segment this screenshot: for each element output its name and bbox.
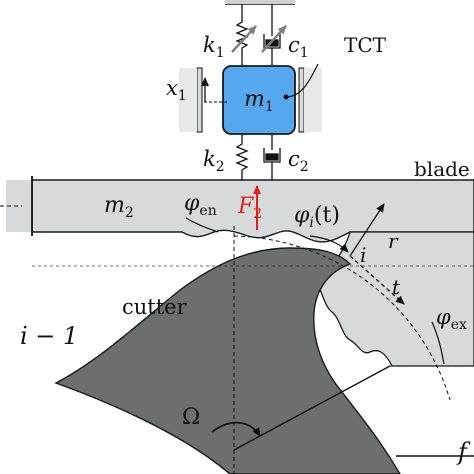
tct-arrow-k1 [231, 25, 257, 53]
label-phi-ex: φex [436, 305, 467, 333]
label-k1: k1 [203, 33, 225, 61]
label-x1: x1 [166, 76, 187, 104]
label-tct: TCT [344, 33, 387, 57]
cutter-tooth [54, 247, 401, 474]
label-c1: c1 [288, 33, 309, 61]
label-m1: m1 [244, 87, 274, 115]
label-blade: blade [414, 157, 470, 181]
label-F2: F2 [237, 194, 262, 222]
mass-m1 [222, 65, 296, 135]
phi-i-leader [309, 235, 349, 253]
r-arrow [349, 203, 385, 257]
damper-c2 [263, 134, 281, 180]
label-c2: c2 [288, 147, 309, 175]
tooth-path-arc [233, 235, 451, 401]
label-k2: k2 [203, 147, 225, 175]
spring-k1 [235, 4, 249, 66]
spring-k2 [235, 134, 249, 180]
phi-en-arc [185, 217, 219, 233]
label-i: i [360, 243, 366, 267]
tct-leader [285, 63, 319, 98]
label-f: f [456, 438, 471, 466]
tct-arrow-c1 [261, 25, 287, 53]
label-r: r [388, 229, 399, 253]
label-phi-i: φi(t) [294, 203, 340, 231]
label-i-minus-1: i − 1 [20, 322, 78, 350]
label-m2: m2 [104, 193, 134, 221]
t-arrow [349, 255, 405, 305]
phi-ex-leader [431, 321, 445, 365]
label-phi-en: φen [184, 191, 217, 219]
label-t: t [392, 275, 401, 299]
rotation-arrow [211, 421, 261, 437]
blade-body [31, 179, 474, 243]
label-cutter: cutter [122, 295, 188, 319]
label-omega: Ω [182, 405, 200, 430]
